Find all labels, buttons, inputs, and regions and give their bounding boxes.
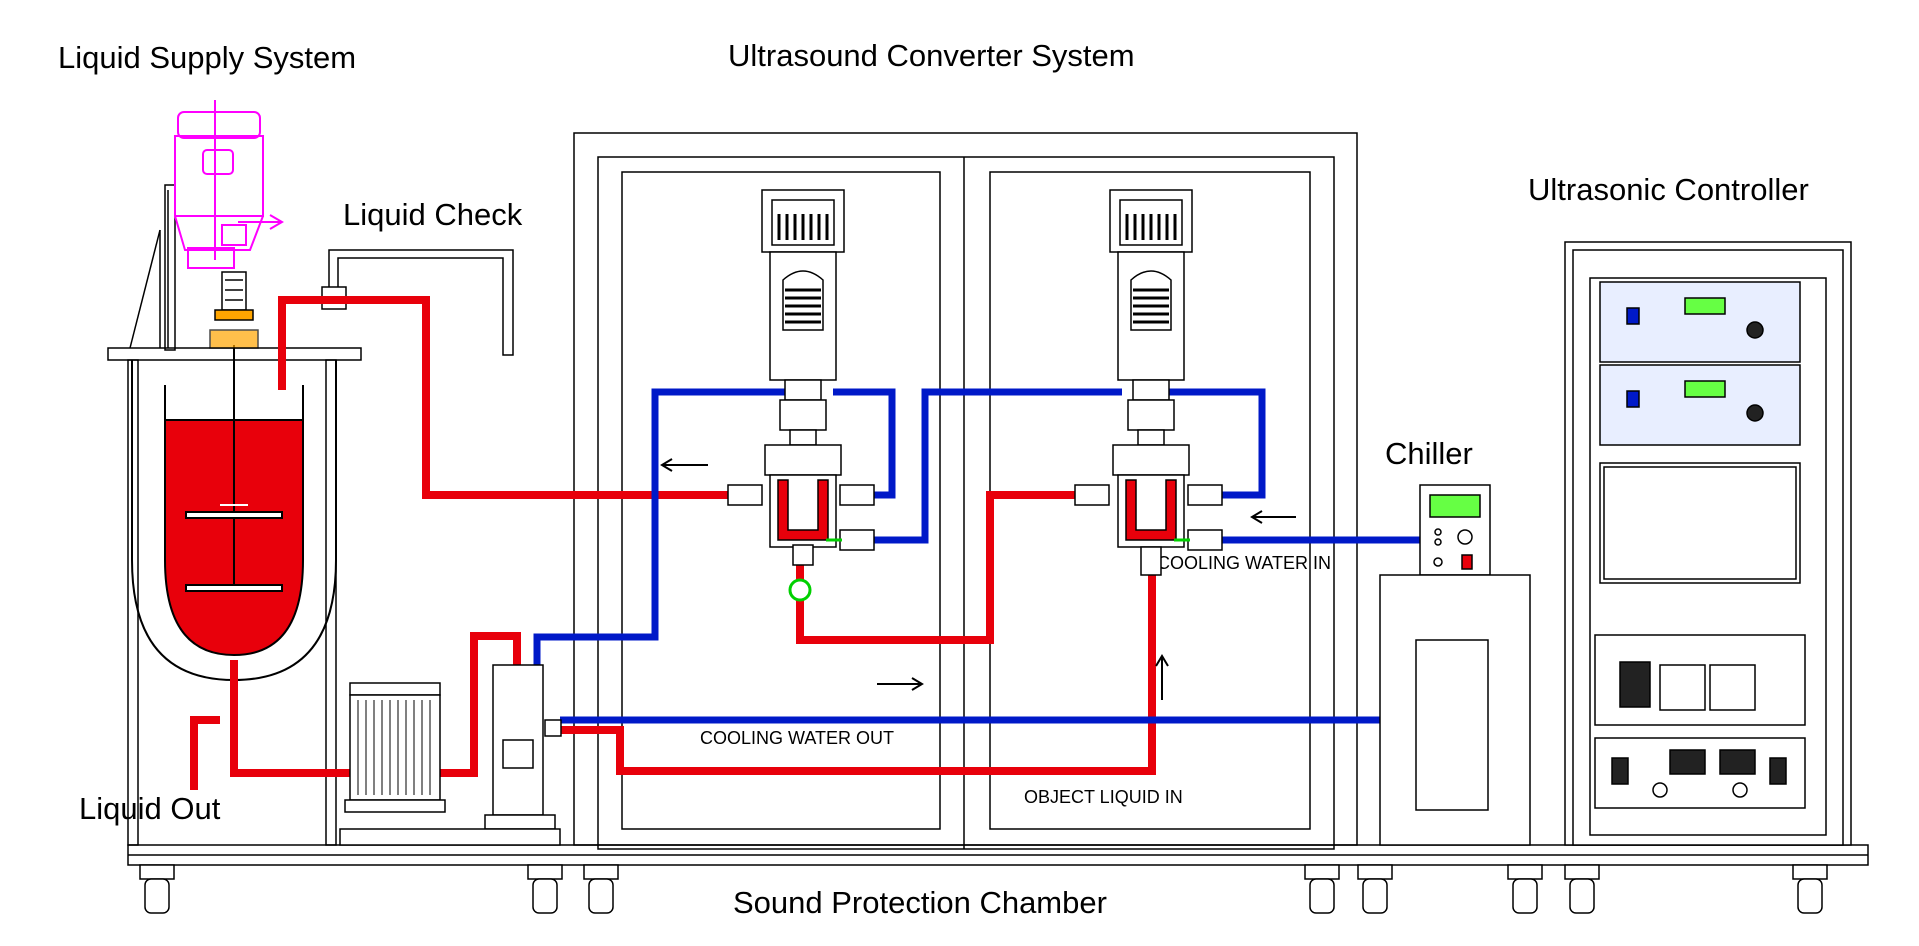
label-sound-protection-chamber: Sound Protection Chamber [733,885,1107,920]
agitator [185,345,283,592]
wheel-7 [1564,864,1600,914]
base-platform [127,844,1869,866]
wheel-1 [139,864,175,914]
chiller [1379,484,1531,846]
label-chiller: Chiller [1385,436,1473,471]
label-cooling-water-out: COOLING WATER OUT [700,728,894,748]
label-object-liquid-in: OBJECT LIQUID IN [1024,787,1183,807]
label-ultrasonic-controller: Ultrasonic Controller [1528,172,1809,207]
transfer-pump [339,664,562,846]
liquid-pipes [190,296,1156,790]
label-ultrasound-converter-system: Ultrasound Converter System [728,38,1135,73]
converter-unit-2 [1074,189,1223,576]
caster-wheels [139,864,1828,914]
label-cooling-water-in: COOLING WATER IN [1157,553,1331,573]
sound-protection-chamber [573,132,1358,850]
wheel-5 [1357,864,1393,914]
flow-arrows [660,458,1296,700]
label-liquid-out: Liquid Out [79,791,221,826]
label-liquid-supply-system: Liquid Supply System [58,40,356,75]
cooling-pipes [533,388,1420,724]
ultrasonic-controller-rack [1564,241,1852,846]
motor-coupling [209,271,259,349]
converter-unit-1 [727,189,875,602]
agitator-motor [174,100,284,269]
wheel-3 [583,864,619,914]
wheel-4 [1304,864,1340,914]
label-liquid-check: Liquid Check [343,197,523,232]
wheel-6 [1507,864,1543,914]
wheel-8 [1792,864,1828,914]
wheel-2 [527,864,563,914]
